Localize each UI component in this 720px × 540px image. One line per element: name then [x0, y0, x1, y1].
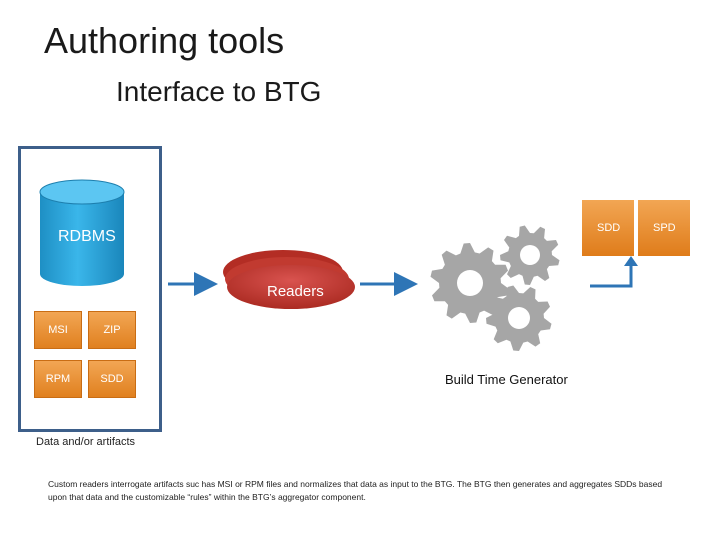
generator-label: Build Time Generator	[445, 372, 568, 387]
database-label: RDBMS	[58, 228, 116, 245]
data-artifacts-container	[18, 146, 162, 432]
gear-large-icon	[430, 243, 510, 323]
output-box-sdd	[582, 200, 634, 256]
artifact-tile-sdd: SDD	[88, 360, 136, 398]
page-title: Authoring tools	[44, 20, 285, 61]
up-arrow-icon	[590, 256, 638, 288]
artifact-tile-zip: ZIP	[88, 311, 136, 349]
artifact-label: ZIP	[103, 324, 121, 336]
page-subtitle: Interface to BTG	[116, 76, 322, 107]
readers-label: Readers	[267, 283, 324, 300]
artifact-label: SDD	[100, 373, 124, 385]
artifact-label: RPM	[45, 373, 71, 385]
description-note: Custom readers interrogate artifacts suc…	[48, 479, 663, 502]
artifact-label: MSI	[48, 324, 68, 336]
artifact-tile-rpm: RPM	[34, 360, 82, 398]
output-label-sdd: SDD	[597, 222, 621, 234]
container-caption: Data and/or artifacts	[36, 436, 136, 448]
gear-small-top-icon	[500, 225, 560, 285]
artifact-tile-msi: MSI	[34, 311, 82, 349]
gear-medium-bottom-icon	[486, 285, 552, 351]
output-label-spd: SPD	[653, 222, 676, 234]
database-cylinder-icon	[39, 179, 125, 286]
readers-shape	[223, 250, 355, 309]
output-box-spd	[638, 200, 690, 256]
gear-icon	[430, 225, 560, 351]
